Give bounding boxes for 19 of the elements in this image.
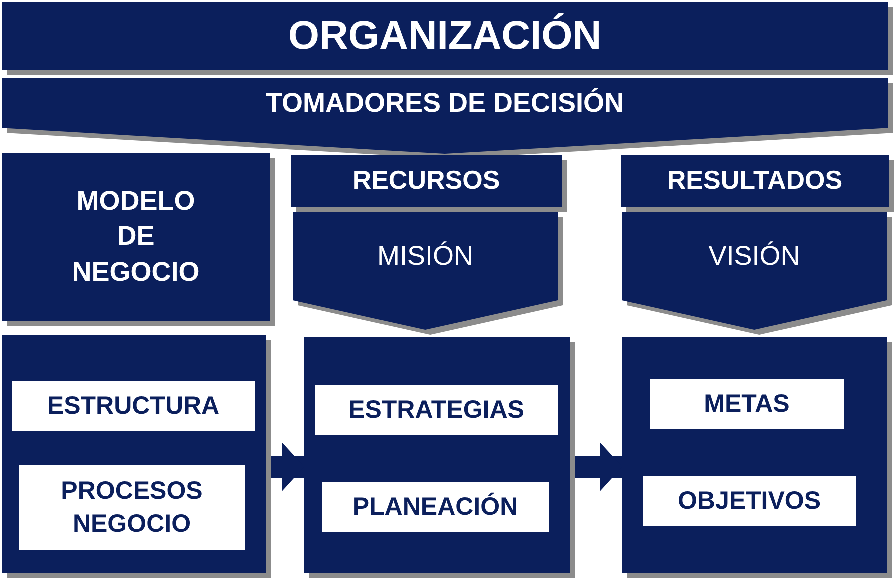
pentagon-banner	[293, 212, 558, 330]
label-box: PROCESOS NEGOCIO	[19, 465, 245, 550]
heading-box: RECURSOS	[291, 155, 562, 207]
label-box: PLANEACIÓN	[322, 482, 549, 532]
label-text: VISIÓN	[708, 240, 800, 273]
panel-box	[304, 337, 570, 573]
label-box: OBJETIVOS	[643, 476, 856, 526]
label-text: MISIÓN	[377, 240, 474, 273]
heading-box: RESULTADOS	[621, 155, 889, 207]
label-box: ESTRATEGIAS	[315, 385, 558, 435]
heading-box: MODELO DE NEGOCIO	[2, 153, 270, 321]
title-band: ORGANIZACIÓN	[2, 2, 888, 70]
label-box: ESTRUCTURA	[12, 381, 255, 431]
label-text: TOMADORES DE DECISIÓN	[266, 86, 624, 120]
chevron-band	[2, 78, 888, 154]
panel-box	[622, 337, 887, 573]
pentagon-banner	[622, 212, 887, 330]
panel-box	[2, 335, 266, 573]
label-box: METAS	[650, 379, 844, 429]
